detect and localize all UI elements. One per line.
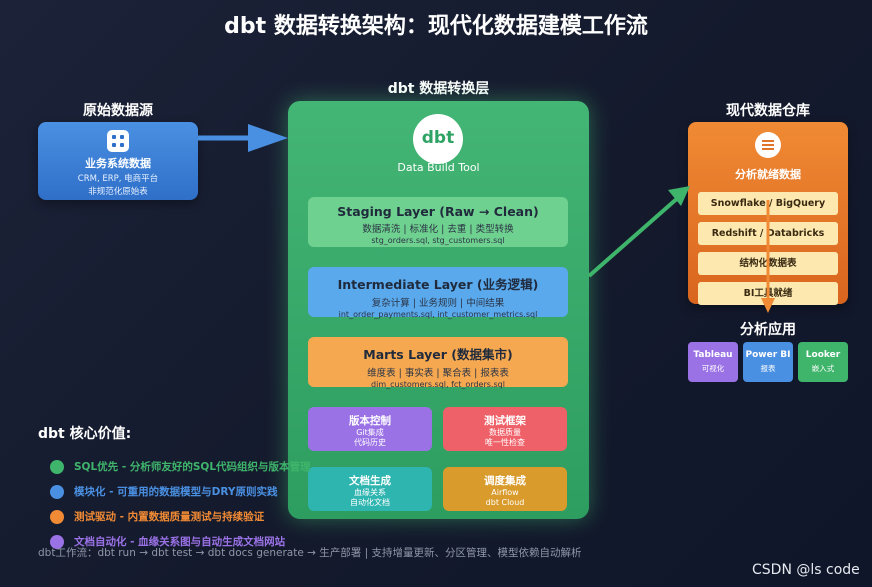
intermediate-layer: Intermediate Layer (业务逻辑) 复杂计算 | 业务规则 | … bbox=[308, 267, 568, 319]
value-text: SQL优先 - 分析师友好的SQL代码组织与版本管理 bbox=[74, 461, 311, 473]
arrow-warehouse-to-apps bbox=[761, 200, 775, 313]
tile-name: 测试框架 bbox=[484, 415, 526, 427]
source-box: 业务系统数据 CRM, ERP, 电商平台 非规范化原始表 bbox=[38, 122, 198, 200]
source-line-2: 非规范化原始表 bbox=[88, 187, 148, 197]
app-sub: 嵌入式 bbox=[811, 364, 835, 373]
tile-line: dbt Cloud bbox=[485, 498, 525, 507]
layer-name: Intermediate Layer (业务逻辑) bbox=[337, 277, 539, 292]
layer-name: Marts Layer (数据集市) bbox=[363, 347, 513, 362]
warehouse-section-title: 现代数据仓库 bbox=[726, 103, 810, 119]
app-tableau: Tableau 可视化 bbox=[688, 342, 738, 382]
app-name: Power BI bbox=[745, 350, 791, 360]
tile-line: Git集成 bbox=[356, 428, 384, 437]
tile-line: 唯一性检查 bbox=[485, 438, 525, 447]
layer-name: Staging Layer (Raw → Clean) bbox=[337, 204, 539, 219]
source-section-title: 原始数据源 bbox=[83, 103, 153, 119]
dbt-section-title: dbt 数据转换层 bbox=[387, 81, 490, 97]
source-name: 业务系统数据 bbox=[85, 157, 151, 170]
tile-line: Airflow bbox=[491, 488, 519, 497]
value-text: 文档自动化 - 血缘关系图与自动生成文档网站 bbox=[74, 536, 286, 548]
layer-desc: 数据清洗 | 标准化 | 去重 | 类型转换 bbox=[362, 224, 514, 235]
value-text: 模块化 - 可重用的数据模型与DRY原则实践 bbox=[74, 486, 278, 498]
app-name: Tableau bbox=[693, 350, 733, 360]
tile-name: 调度集成 bbox=[484, 475, 526, 487]
database-icon bbox=[107, 130, 129, 152]
marts-layer: Marts Layer (数据集市) 维度表 | 事实表 | 聚合表 | 报表表… bbox=[308, 337, 568, 389]
layer-desc: 复杂计算 | 业务规则 | 中间结果 bbox=[371, 298, 505, 309]
warehouse-title: 分析就绪数据 bbox=[735, 168, 801, 181]
layer-files: int_order_payments.sql, int_customer_met… bbox=[338, 310, 538, 319]
tile-docs: 文档生成 血缘关系 自动化文档 bbox=[308, 467, 432, 511]
bullet-icon bbox=[50, 485, 64, 499]
dbt-container: dbt Data Build Tool Staging Layer (Raw →… bbox=[288, 101, 589, 519]
app-name: Looker bbox=[805, 350, 841, 360]
tile-test-framework: 测试框架 数据质量 唯一性检查 bbox=[443, 407, 567, 451]
tile-name: 文档生成 bbox=[349, 475, 391, 487]
source-line-1: CRM, ERP, 电商平台 bbox=[77, 174, 159, 184]
layer-desc: 维度表 | 事实表 | 聚合表 | 报表表 bbox=[367, 368, 509, 379]
layer-files: stg_orders.sql, stg_customers.sql bbox=[371, 236, 505, 245]
app-sub: 可视化 bbox=[701, 364, 725, 373]
staging-layer: Staging Layer (Raw → Clean) 数据清洗 | 标准化 |… bbox=[308, 197, 568, 247]
workflow-text: dbt工作流：dbt run → dbt test → dbt docs gen… bbox=[38, 547, 582, 559]
dbt-logo: dbt bbox=[413, 114, 463, 164]
layer-files: dim_customers.sql, fct_orders.sql bbox=[371, 380, 505, 389]
tile-line: 自动化文档 bbox=[350, 498, 390, 507]
app-looker: Looker 嵌入式 bbox=[798, 342, 848, 382]
bullet-icon bbox=[50, 460, 64, 474]
bullet-icon bbox=[50, 535, 64, 549]
dbt-subtitle: Data Build Tool bbox=[397, 161, 480, 174]
arrow-source-to-dbt bbox=[198, 124, 288, 152]
value-item: 模块化 - 可重用的数据模型与DRY原则实践 bbox=[50, 484, 278, 499]
values-title: dbt 核心价值: bbox=[38, 426, 132, 442]
tile-line: 代码历史 bbox=[354, 438, 386, 447]
app-power-bi: Power BI 报表 bbox=[743, 342, 793, 382]
value-item: 测试驱动 - 内置数据质量测试与持续验证 bbox=[50, 509, 264, 524]
watermark: CSDN @ls code bbox=[752, 562, 860, 578]
tile-scheduling: 调度集成 Airflow dbt Cloud bbox=[443, 467, 567, 511]
bullet-icon bbox=[50, 510, 64, 524]
tile-version-control: 版本控制 Git集成 代码历史 bbox=[308, 407, 432, 451]
value-item: 文档自动化 - 血缘关系图与自动生成文档网站 bbox=[50, 534, 285, 549]
arrow-dbt-to-warehouse bbox=[587, 186, 690, 278]
value-text: 测试驱动 - 内置数据质量测试与持续验证 bbox=[74, 511, 265, 523]
warehouse-icon bbox=[755, 132, 781, 158]
value-item: SQL优先 - 分析师友好的SQL代码组织与版本管理 bbox=[50, 459, 311, 474]
page-title: dbt 数据转换架构：现代化数据建模工作流 bbox=[224, 14, 648, 39]
tile-line: 数据质量 bbox=[489, 428, 521, 437]
apps-section-title: 分析应用 bbox=[740, 322, 796, 338]
app-sub: 报表 bbox=[760, 364, 776, 373]
tile-line: 血缘关系 bbox=[354, 488, 386, 497]
tile-name: 版本控制 bbox=[349, 415, 391, 427]
